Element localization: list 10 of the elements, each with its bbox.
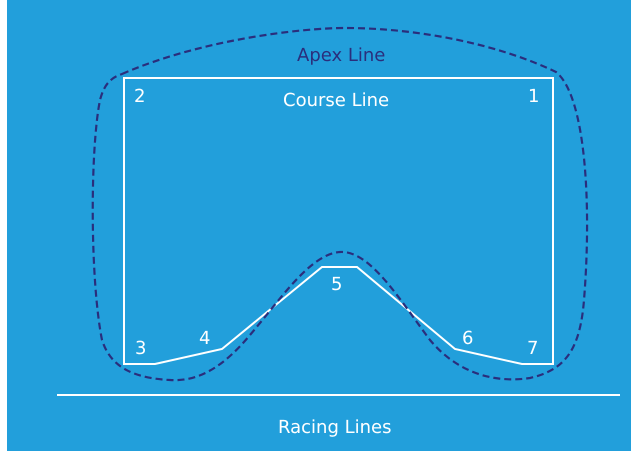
caption: Racing Lines [278, 419, 392, 437]
corner-number: 6 [462, 330, 474, 348]
corner-number: 7 [527, 340, 538, 358]
corner-number: 3 [135, 340, 146, 358]
corner-number: 2 [134, 88, 146, 106]
corner-number: 4 [199, 330, 210, 348]
line-label: Course Line [283, 92, 390, 110]
corner-number: 5 [331, 276, 342, 294]
line-label: Apex Line [297, 47, 386, 65]
corner-number: 1 [528, 88, 540, 106]
